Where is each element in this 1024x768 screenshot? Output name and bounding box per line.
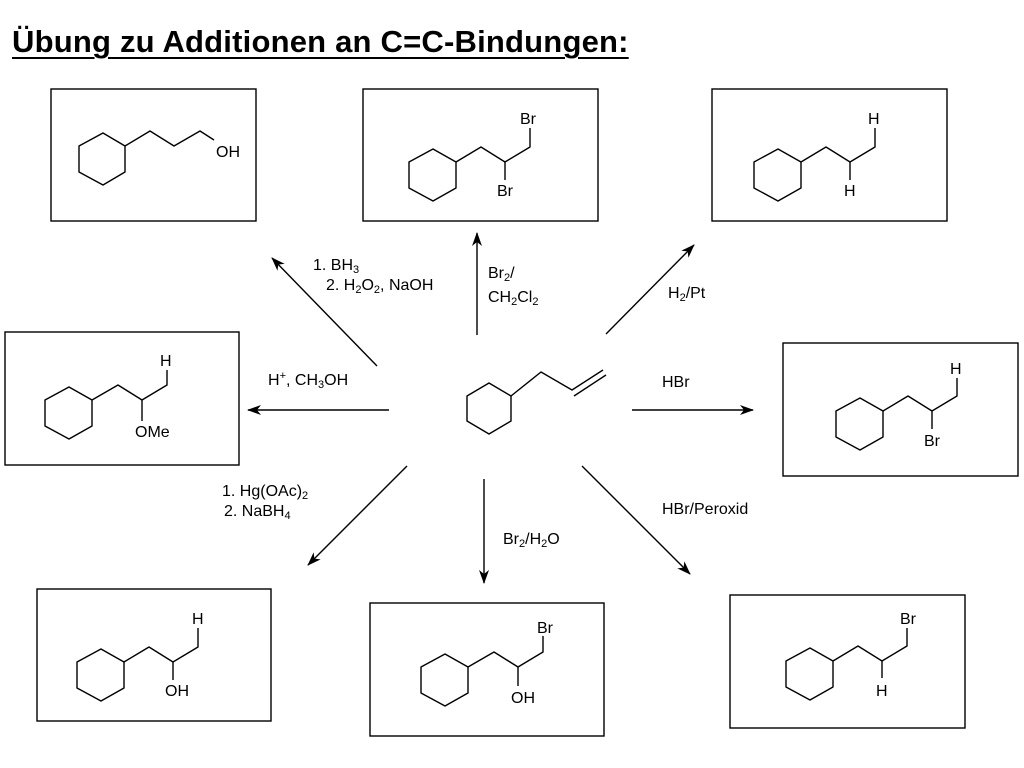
atom-label-h: H bbox=[192, 611, 204, 628]
atom-label-h: H bbox=[876, 683, 888, 700]
reagent-hydroboration: 1. BH3 2. H2O2, NaOH bbox=[313, 257, 434, 296]
reagent-ether: H+, CH3OH bbox=[268, 370, 349, 391]
molecule-alcohol-primary bbox=[78, 130, 215, 186]
atom-label-br: Br bbox=[520, 111, 537, 128]
product-box-bromide-markovnikov bbox=[782, 342, 1019, 477]
arrow-hydrogenation bbox=[605, 244, 695, 335]
molecule-bromide-antimarkovnikov bbox=[785, 628, 908, 701]
product-box-ether bbox=[4, 331, 240, 466]
atom-label-oh: OH bbox=[165, 683, 189, 700]
product-box-alcohol-primary bbox=[50, 88, 257, 222]
molecule-bromohydrin bbox=[420, 636, 544, 707]
product-box-alcohol-secondary bbox=[36, 588, 272, 722]
atom-label-br: Br bbox=[924, 433, 941, 450]
molecule-alkane bbox=[753, 128, 876, 202]
atom-label-br: Br bbox=[537, 620, 554, 637]
product-box-bromohydrin bbox=[369, 602, 605, 737]
molecule-dibromide bbox=[408, 128, 531, 202]
atom-label-h: H bbox=[844, 183, 856, 200]
reagent-hbr: HBr bbox=[662, 374, 690, 391]
arrow-oxymercuration bbox=[307, 465, 408, 566]
molecule-ether bbox=[44, 370, 168, 440]
molecule-alcohol-secondary bbox=[76, 628, 199, 702]
arrow-hydroboration bbox=[271, 257, 378, 367]
atom-label-h: H bbox=[160, 353, 172, 370]
atom-label-oh: OH bbox=[511, 690, 535, 707]
reagent-hydrogenation: H2/Pt bbox=[668, 285, 706, 304]
reagent-bromination: Br2/ CH2Cl2 bbox=[488, 265, 539, 308]
reagent-bromohydrin: Br2/H2O bbox=[503, 531, 560, 550]
atom-label-oh: OH bbox=[216, 144, 240, 161]
atom-label-br: Br bbox=[497, 183, 514, 200]
product-box-alkane bbox=[711, 88, 948, 222]
product-box-dibromide bbox=[362, 88, 599, 222]
reagent-hbr-peroxide: HBr/Peroxid bbox=[662, 501, 749, 518]
arrow-hbr-peroxide bbox=[581, 465, 691, 575]
product-box-bromide-antimarkovnikov bbox=[729, 594, 966, 729]
atom-label-h: H bbox=[868, 111, 880, 128]
molecule-bromide-markovnikov bbox=[835, 378, 958, 451]
atom-label-ome: OMe bbox=[135, 424, 170, 441]
starting-material-allylcyclohexane bbox=[466, 369, 607, 435]
slide-title: Übung zu Additionen an C=C-Bindungen: bbox=[12, 24, 629, 59]
atom-label-br: Br bbox=[900, 611, 917, 628]
reagent-oxymercuration: 1. Hg(OAc)2 2. NaBH4 bbox=[222, 483, 309, 522]
atom-label-h: H bbox=[950, 361, 962, 378]
